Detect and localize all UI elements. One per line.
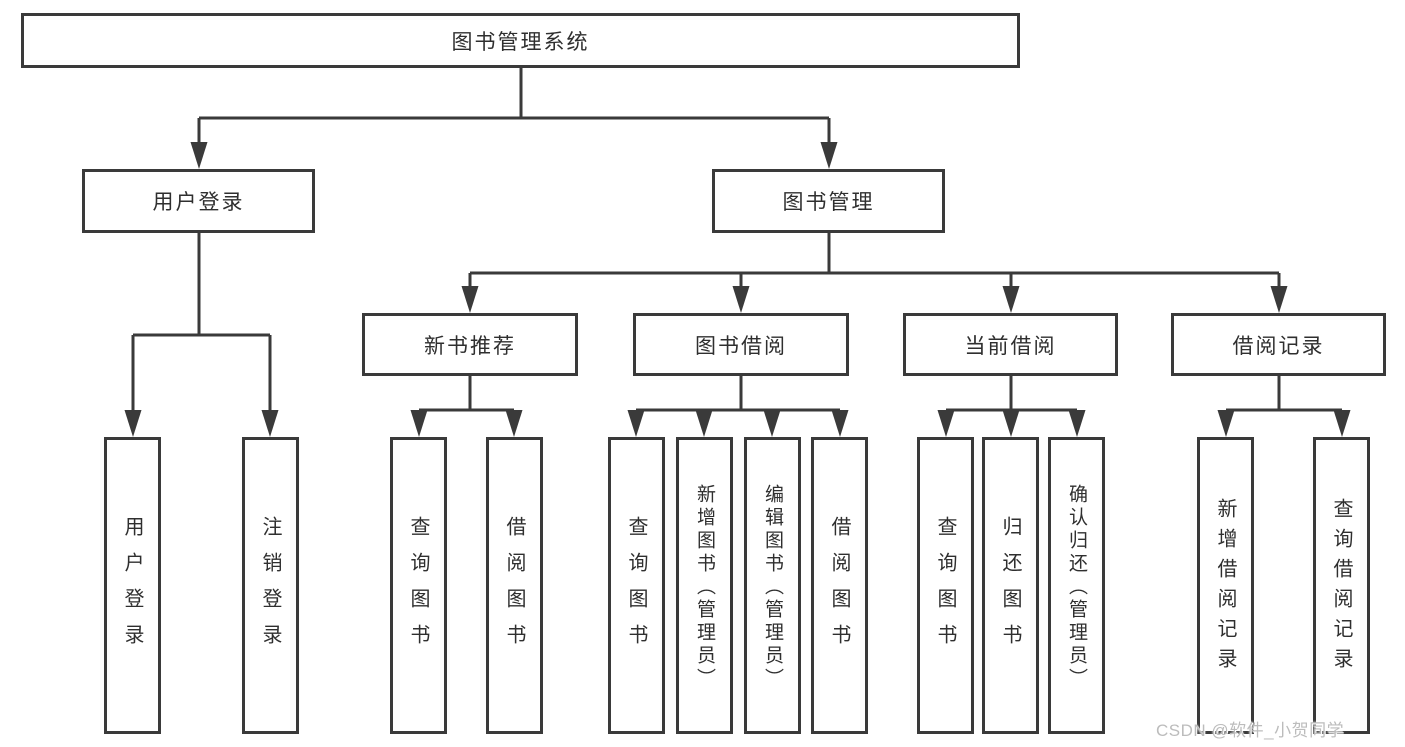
leaf-cb-query-books: 查询图书 [917, 437, 974, 734]
leaf-br-query-record: 查询借阅记录 [1313, 437, 1370, 734]
leaf-bb-query-books: 查询图书 [608, 437, 665, 734]
node-borrow-records: 借阅记录 [1171, 313, 1386, 376]
node-root-library-system: 图书管理系统 [21, 13, 1020, 68]
node-user-login: 用户登录 [82, 169, 315, 233]
leaf-bb-add-books-admin: 新增图书（管理员） [676, 437, 733, 734]
leaf-nb-borrow-books: 借阅图书 [486, 437, 543, 734]
leaf-user-login: 用户登录 [104, 437, 161, 734]
leaf-nb-query-books: 查询图书 [390, 437, 447, 734]
leaf-cb-return-books: 归还图书 [982, 437, 1039, 734]
leaf-br-add-record: 新增借阅记录 [1197, 437, 1254, 734]
node-book-borrow: 图书借阅 [633, 313, 849, 376]
leaf-bb-edit-books-admin: 编辑图书（管理员） [744, 437, 801, 734]
node-new-book-recommend: 新书推荐 [362, 313, 578, 376]
leaf-logout: 注销登录 [242, 437, 299, 734]
node-current-borrow: 当前借阅 [903, 313, 1118, 376]
node-book-management: 图书管理 [712, 169, 945, 233]
leaf-bb-borrow-books: 借阅图书 [811, 437, 868, 734]
csdn-watermark: CSDN @软件_小贺同学 [1156, 721, 1345, 740]
leaf-cb-confirm-return-admin: 确认归还（管理员） [1048, 437, 1105, 734]
